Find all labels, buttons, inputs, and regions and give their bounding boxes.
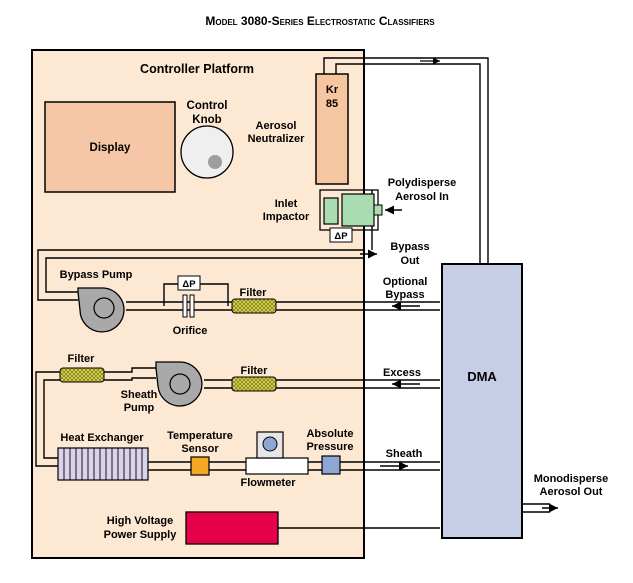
kr85-label-1: Kr <box>326 84 339 96</box>
impactor-dp-label: ΔP <box>334 231 348 242</box>
bypass-out-label-2: Out <box>401 255 420 267</box>
monodisperse-label-2: Aerosol Out <box>540 486 603 498</box>
flowmeter-dial <box>262 436 278 452</box>
diagram-title: Model 3080-Series Electrostatic Classifi… <box>205 14 435 28</box>
absolute-pressure-label-1: Absolute <box>306 428 353 440</box>
absolute-pressure-label-2: Pressure <box>306 441 353 453</box>
orifice-dp-box <box>177 275 201 291</box>
impactor-dp-box <box>329 227 353 243</box>
orifice-plate-2 <box>189 294 195 318</box>
sheath-pump-label-2: Pump <box>124 402 155 414</box>
bypass-pump-label: Bypass Pump <box>60 269 133 281</box>
flowmeter-label: Flowmeter <box>240 477 296 489</box>
monodisperse-outlet-tube <box>522 503 550 513</box>
flowmeter-head <box>256 431 284 459</box>
bypass-out-label-1: Bypass <box>390 241 429 253</box>
high-voltage-power-supply <box>185 511 279 545</box>
sheath-pump-label-1: Sheath <box>121 389 158 401</box>
excess-label: Excess <box>383 367 421 379</box>
bypass-filter-label: Filter <box>240 287 268 299</box>
heat-exchanger-fins <box>63 448 143 480</box>
control-knob-label-2: Knob <box>192 114 221 126</box>
sheath-pump-hub <box>169 373 191 395</box>
controller-platform-label: Controller Platform <box>140 62 254 76</box>
inlet-impactor-label-1: Inlet <box>275 198 298 210</box>
control-knob-label-1: Control <box>187 100 228 112</box>
orifice-dp-label: ΔP <box>182 279 196 290</box>
inlet-impactor <box>341 193 375 227</box>
aerosol-neutralizer <box>315 73 349 185</box>
dma-column <box>441 263 523 539</box>
temp-sensor-label-2: Sensor <box>181 443 219 455</box>
kr85-label-2: 85 <box>326 98 338 110</box>
hv-label-1: High Voltage <box>107 515 173 527</box>
monodisperse-label-1: Monodisperse <box>534 473 609 485</box>
polydisperse-label-2: Aerosol In <box>395 191 449 203</box>
display-label: Display <box>90 142 132 154</box>
excess-filter-label: Filter <box>241 365 269 377</box>
hv-label-2: Power Supply <box>104 529 178 541</box>
bypass-pump-hub <box>93 297 115 319</box>
polydisperse-label-1: Polydisperse <box>388 177 456 189</box>
flowmeter <box>245 457 309 475</box>
control-knob-dot <box>208 155 222 169</box>
display-panel <box>44 101 176 193</box>
excess-filter <box>231 376 277 392</box>
inlet-impactor-label-2: Impactor <box>263 211 310 223</box>
heat-exchanger-label: Heat Exchanger <box>60 432 144 444</box>
sheath-inlet-filter-label: Filter <box>68 353 96 365</box>
absolute-pressure-sensor <box>321 455 341 475</box>
orifice <box>182 294 188 318</box>
sheath-inlet-filter <box>59 367 105 383</box>
optional-bypass-label-1: Optional <box>383 276 428 288</box>
orifice-label: Orifice <box>173 325 208 337</box>
temp-sensor-label-1: Temperature <box>167 430 233 442</box>
neutralizer-label-2: Neutralizer <box>248 133 306 145</box>
neutralizer-label-1: Aerosol <box>256 120 297 132</box>
optional-bypass-label-2: Bypass <box>385 289 424 301</box>
temperature-sensor <box>190 456 210 476</box>
dma-label: DMA <box>467 369 497 384</box>
heat-exchanger <box>57 447 149 481</box>
control-knob <box>180 125 234 179</box>
bypass-filter <box>231 298 277 314</box>
impactor-nozzle <box>373 204 383 216</box>
impactor-left <box>323 197 339 225</box>
sheath-label: Sheath <box>386 448 423 460</box>
